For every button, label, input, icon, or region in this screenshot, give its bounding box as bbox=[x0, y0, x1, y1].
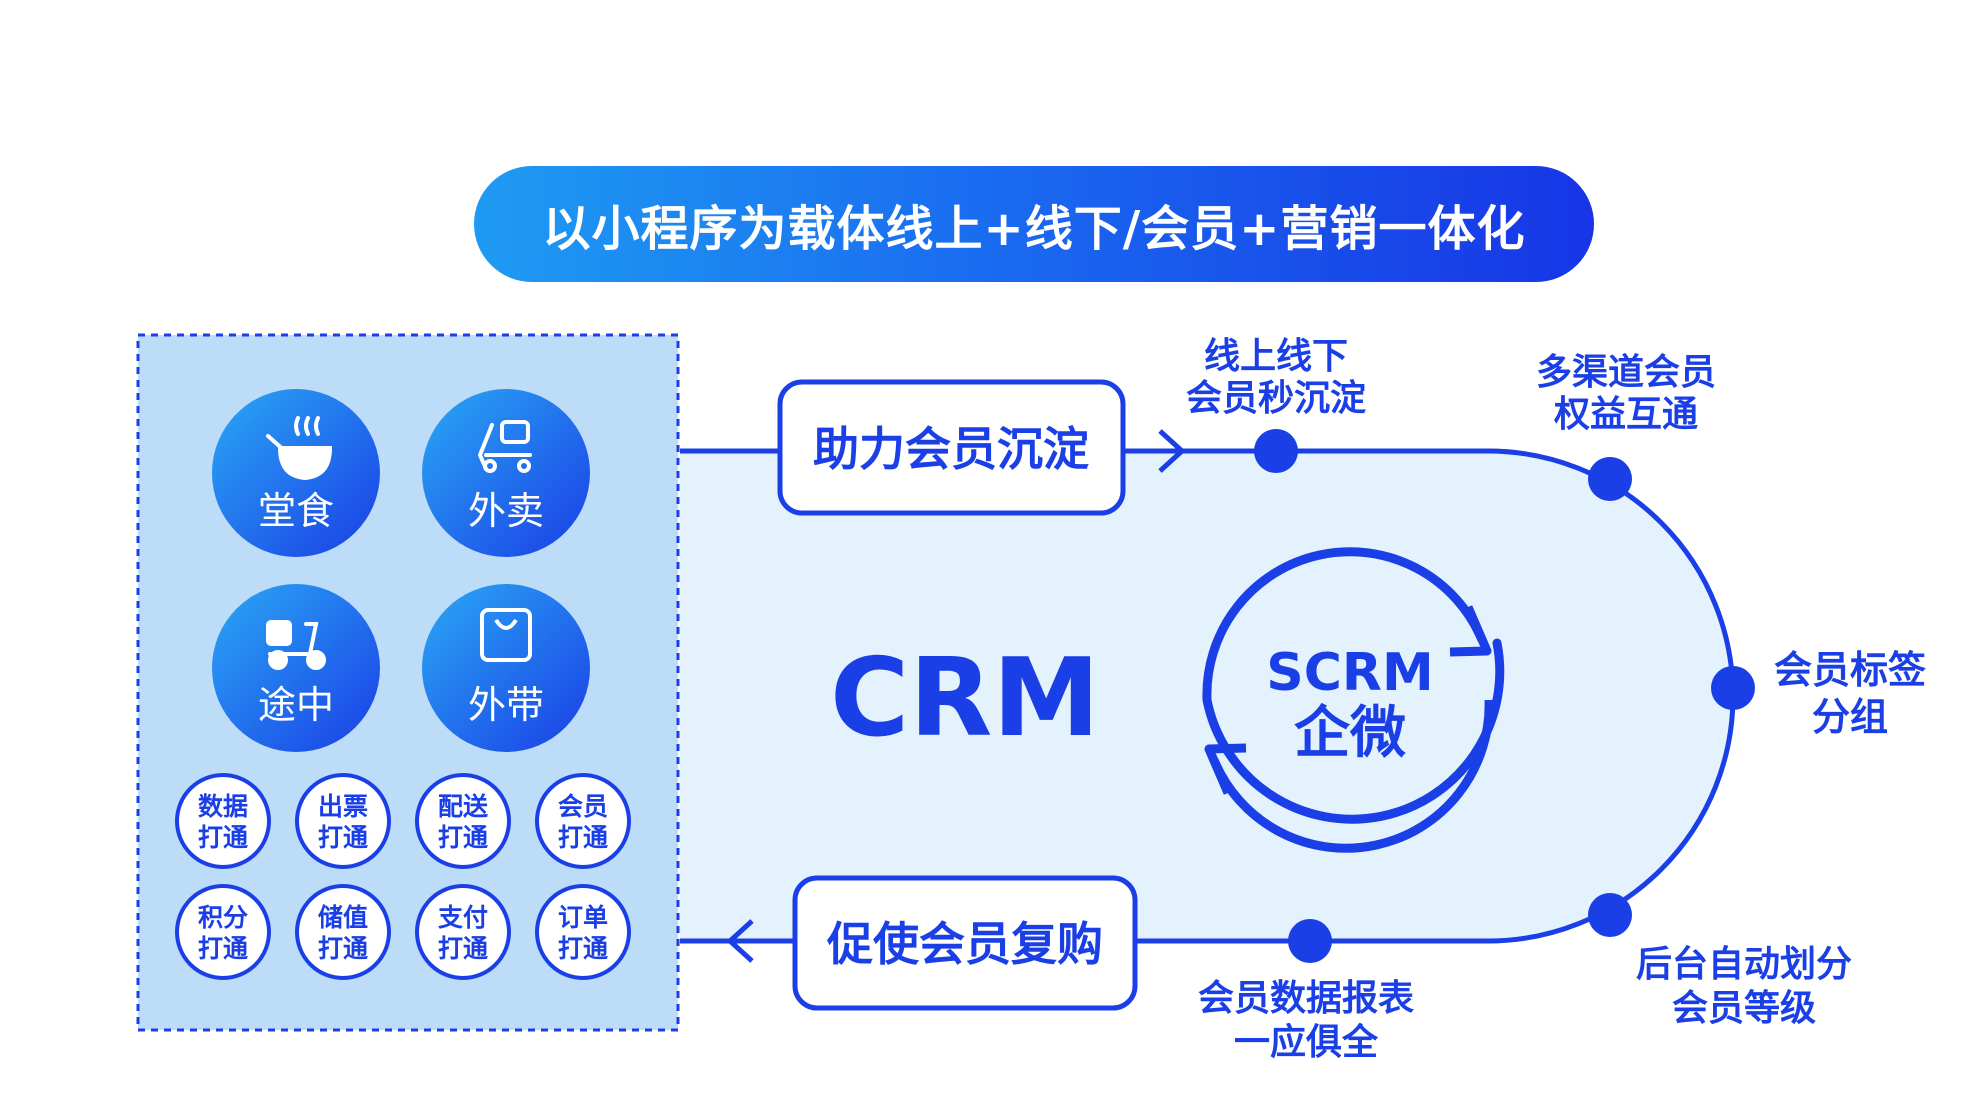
top-arrow-icon bbox=[1158, 429, 1185, 473]
svg-text:数据: 数据 bbox=[198, 792, 248, 821]
channel-in-transit: 途中 bbox=[212, 584, 380, 752]
node-dot bbox=[1254, 429, 1298, 473]
page-title: 以小程序为载体线上+线下/会员+营销一体化 bbox=[474, 166, 1594, 282]
channel-takeaway: 外带 bbox=[422, 584, 590, 752]
node-label: 分组 bbox=[1812, 695, 1888, 739]
node-label: 会员数据报表 bbox=[1198, 978, 1414, 1019]
scooter-icon bbox=[266, 620, 326, 670]
node-label: 权益互通 bbox=[1553, 394, 1698, 435]
bottom-flow-box bbox=[792, 875, 1138, 1011]
cycle-icon bbox=[1202, 638, 1505, 824]
svg-text:打通: 打通 bbox=[438, 934, 488, 963]
integration-badge: 配送 打通 bbox=[415, 773, 511, 869]
integration-badge: 支付 打通 bbox=[415, 884, 511, 980]
scrm-sub-label: 企微 bbox=[1294, 701, 1406, 766]
svg-text:储值: 储值 bbox=[318, 903, 368, 932]
svg-text:外卖: 外卖 bbox=[468, 489, 544, 533]
svg-text:配送: 配送 bbox=[438, 792, 488, 821]
cycle-arrow-top-icon bbox=[1449, 605, 1492, 657]
node-label: 线上线下 bbox=[1204, 336, 1348, 377]
svg-text:打通: 打通 bbox=[318, 823, 368, 852]
node-label: 后台自动划分 bbox=[1636, 944, 1852, 985]
top-flow-box bbox=[777, 379, 1126, 516]
node-dot bbox=[1588, 893, 1632, 937]
integration-badge: 会员 打通 bbox=[535, 773, 631, 869]
integration-badge: 出票 打通 bbox=[295, 773, 391, 869]
svg-text:会员: 会员 bbox=[558, 792, 608, 821]
svg-text:打通: 打通 bbox=[558, 823, 608, 852]
svg-text:途中: 途中 bbox=[258, 683, 334, 727]
svg-text:打通: 打通 bbox=[198, 823, 248, 852]
svg-text:出票: 出票 bbox=[318, 792, 368, 821]
svg-text:积分: 积分 bbox=[198, 903, 248, 932]
node-dot bbox=[1288, 919, 1332, 963]
node-label: 会员标签 bbox=[1774, 648, 1926, 692]
svg-text:支付: 支付 bbox=[438, 903, 488, 932]
svg-text:堂食: 堂食 bbox=[258, 489, 334, 533]
svg-text:打通: 打通 bbox=[318, 934, 368, 963]
svg-text:打通: 打通 bbox=[558, 934, 608, 963]
shopping-bag-icon bbox=[480, 608, 532, 662]
cycle-arc-bottom bbox=[1209, 699, 1494, 853]
channel-delivery: 外卖 bbox=[422, 389, 590, 557]
top-flow-box-label: 助力会员沉淀 bbox=[813, 422, 1089, 476]
cycle-arc-top bbox=[1202, 547, 1487, 701]
integration-badge: 积分 打通 bbox=[175, 884, 271, 980]
svg-text:打通: 打通 bbox=[438, 823, 488, 852]
node-dot bbox=[1711, 666, 1755, 710]
scrm-label: SCRM bbox=[1266, 643, 1433, 703]
integration-badge: 数据 打通 bbox=[175, 773, 271, 869]
delivery-cart-icon bbox=[477, 420, 532, 473]
crm-label: CRM bbox=[830, 636, 1100, 761]
bottom-flow-box-label: 促使会员复购 bbox=[826, 917, 1103, 971]
bottom-arrow-icon bbox=[727, 919, 754, 963]
integration-badge: 储值 打通 bbox=[295, 884, 391, 980]
channel-dine-in: 堂食 bbox=[212, 389, 380, 557]
node-label: 会员秒沉淀 bbox=[1186, 378, 1366, 419]
node-label: 会员等级 bbox=[1672, 988, 1816, 1029]
svg-text:外带: 外带 bbox=[468, 683, 544, 727]
cycle-arrow-bottom-icon bbox=[1204, 743, 1247, 795]
bowl-icon bbox=[266, 416, 333, 481]
node-label: 一应俱全 bbox=[1234, 1021, 1379, 1063]
node-label: 多渠道会员 bbox=[1536, 352, 1716, 393]
integration-badge: 订单 打通 bbox=[535, 884, 631, 980]
node-dot bbox=[1588, 457, 1632, 501]
svg-text:订单: 订单 bbox=[558, 903, 608, 932]
svg-text:打通: 打通 bbox=[198, 934, 248, 963]
